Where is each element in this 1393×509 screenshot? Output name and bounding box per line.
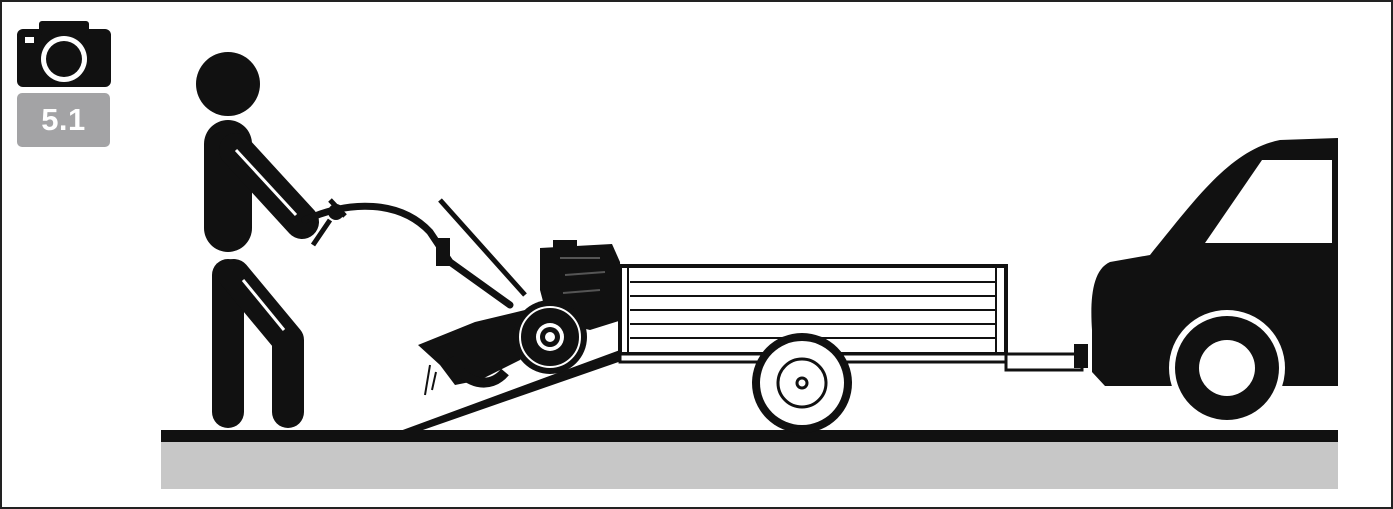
ground-line xyxy=(161,430,1338,442)
ground-surface xyxy=(161,441,1338,489)
person-figure xyxy=(196,52,302,412)
trailer xyxy=(620,266,1088,433)
towing-vehicle xyxy=(1091,138,1338,426)
tiller-machine xyxy=(305,200,622,395)
